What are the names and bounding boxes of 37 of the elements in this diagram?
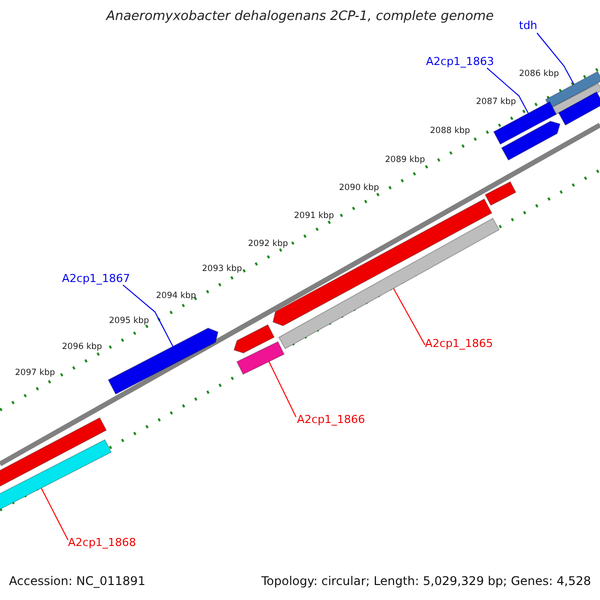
gene-label: A2cp1_1868 [68,537,136,550]
tick-label: 2086 kbp [519,70,560,80]
gene-bar [233,324,275,354]
leader-line [393,288,426,346]
tick-label: 2095 kbp [109,317,150,326]
tick-label: 2097 kbp [15,369,56,378]
footer-text: Accession: NC_011891 [9,575,146,588]
gene-bar [108,328,219,395]
leader-line [536,32,574,85]
gene-bar [272,198,492,326]
tick-label: 2089 kbp [385,156,426,166]
gene-label: tdh [519,20,538,32]
gene-bar [236,341,285,375]
gene-label: A2cp1_1867 [62,273,130,286]
footer-text: Topology: circular; Length: 5,029,329 bp; Genes: 4,528 [261,575,591,588]
tick-label: 2087 kbp [476,98,516,108]
tick-label: 2093 kbp [202,265,242,274]
gene-bar [0,417,107,488]
gene-bar [500,120,561,161]
leader-line [486,68,529,114]
leader-line [268,361,296,418]
gene-bar [0,439,112,511]
tick-label: 2091 kbp [294,212,334,222]
gene-bar [558,91,600,126]
leader-line [40,488,68,540]
tick-label: 2088 kbp [430,127,470,136]
gene-label: A2cp1_1863 [426,56,494,68]
tick-label: 2096 kbp [62,343,102,352]
title: Anaeromyxobacter dehalogenans 2CP-1, complete genome [104,10,495,24]
gene-bar [484,181,516,206]
gene-label: A2cp1_1866 [297,414,366,426]
tick-label: 2094 kbp [156,292,196,302]
tick-label: 2090 kbp [339,184,380,194]
gene-bar [544,70,600,110]
gene-label: A2cp1_1865 [425,338,494,350]
leader-line [122,284,174,347]
tick-label: 2092 kbp [248,240,288,250]
